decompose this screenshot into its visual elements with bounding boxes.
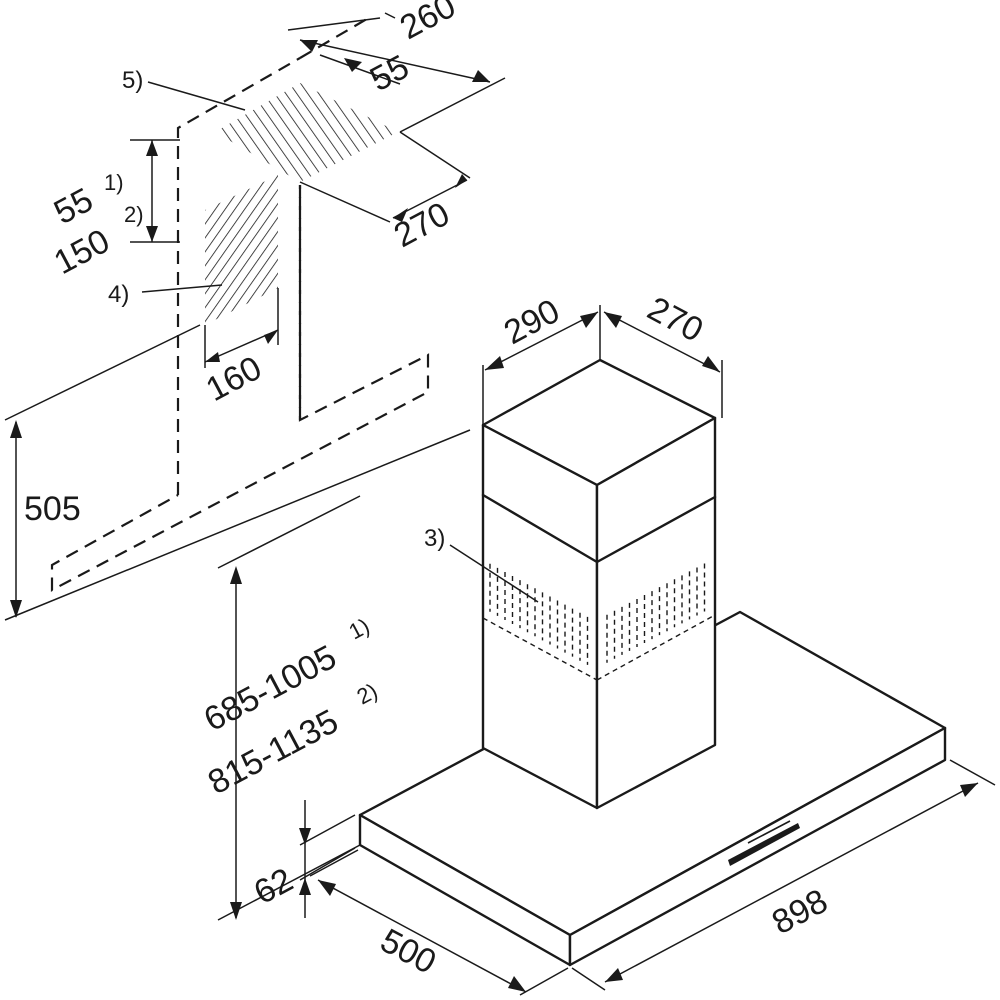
callout-3: 3) [424, 525, 445, 552]
duct-width-label: 160 [200, 349, 268, 409]
duct-width-dimension [204, 288, 279, 368]
chimney-vent-slots [489, 563, 706, 665]
canopy-depth-dimension [309, 849, 569, 996]
canopy-width-dimension [571, 759, 996, 991]
duct-offset-dimension [130, 139, 180, 243]
duct-offset-a-note: 1) [104, 170, 124, 195]
chimney-width-label: 290 [498, 292, 566, 352]
wall-duct-opening [205, 175, 278, 325]
top-dimension-lines [287, 12, 506, 223]
height-range-dimension [217, 495, 361, 921]
duct-offset-b-note: 2) [124, 202, 144, 227]
top-width-label: 260 [394, 0, 462, 47]
height-range-a-note: 1) [345, 613, 374, 644]
control-panel [728, 820, 800, 866]
chimney-depth-label: 270 [641, 290, 709, 350]
canopy-height-label: 62 [248, 861, 299, 912]
wall-height-dimension [4, 324, 471, 621]
top-depth-label: 270 [388, 195, 456, 255]
callout-4: 4) [108, 281, 129, 308]
installation-outline [50, 15, 430, 592]
callout-4-leader [141, 284, 223, 293]
callout-5: 5) [122, 67, 143, 94]
callout-3-leader [449, 544, 539, 603]
duct-offset-b-label: 150 [48, 222, 116, 282]
callout-5-leader [147, 81, 246, 111]
canopy-height-dimension [299, 800, 356, 918]
canopy-depth-label: 500 [374, 922, 442, 982]
chimney-top-dimensions [482, 305, 723, 425]
hood-chimney [481, 358, 717, 810]
height-range-b-note: 2) [353, 678, 382, 709]
wall-height-label: 505 [24, 490, 81, 528]
ceiling-cutout [215, 83, 398, 182]
